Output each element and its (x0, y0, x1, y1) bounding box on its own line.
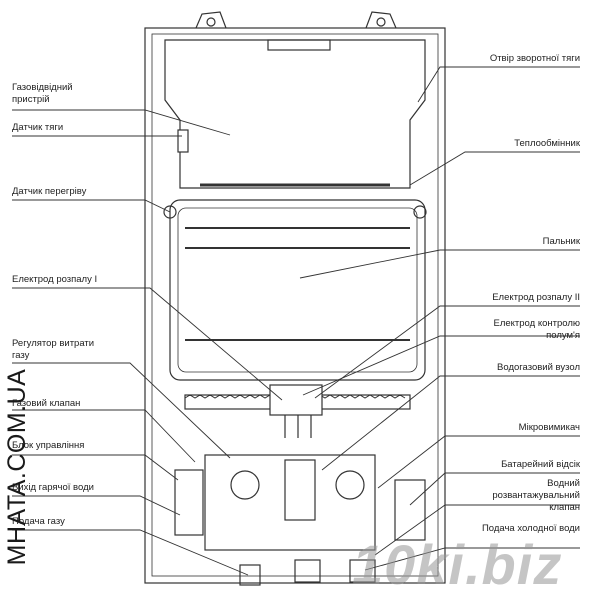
label-microswitch: Мікровимикач (518, 422, 580, 433)
draft-hood (164, 39, 426, 189)
label-gas-flow-regulator: Регулятор витрати газу (12, 338, 95, 361)
heater-casing (144, 27, 446, 584)
label-gas-outlet-device: Газовідвідний пристрій (12, 82, 73, 105)
label-hot-water-outlet: Вихід гарячої води (12, 482, 94, 493)
gas-pipe (239, 564, 261, 586)
site-text: MHATA.COM.UA (3, 368, 31, 566)
label-control-unit: Блок управління (12, 440, 85, 451)
label-battery-compartment: Батарейний відсік (501, 459, 580, 470)
mounting-hook-right (365, 11, 397, 29)
label-water-gas-unit: Водогазовий вузол (497, 362, 580, 373)
label-heat-exchanger: Теплообмінник (514, 138, 580, 149)
label-gas-valve: Газовий клапан (12, 398, 81, 409)
label-water-relief-valve: Водний розвантажувальний клапан (492, 478, 580, 513)
heat-exchanger-body (169, 199, 426, 381)
battery-compartment-part (394, 479, 426, 541)
label-ignition-electrode-1: Електрод розпалу I (12, 274, 98, 285)
watermark: 10ki.biz (352, 533, 563, 596)
label-burner: Пальник (542, 236, 580, 247)
hot-water-pipe (294, 559, 321, 583)
water-gas-unit-part (204, 454, 376, 551)
mounting-hook-left (195, 11, 227, 29)
overheat-sensor-part (163, 205, 177, 219)
label-return-draft-opening: Отвір зворотної тяги (489, 53, 580, 64)
label-overheat-sensor: Датчик перегріву (12, 186, 87, 197)
control-unit-part (174, 469, 204, 536)
draft-sensor-part (177, 129, 189, 153)
label-cold-water-supply: Подача холодної води (481, 523, 580, 534)
electrode-block (269, 384, 323, 416)
label-gas-supply: Подача газу (12, 516, 65, 527)
label-draft-sensor: Датчик тяги (12, 122, 64, 133)
label-ignition-electrode-2: Електрод розпалу II (492, 292, 580, 303)
label-flame-control-electrode: Електрод контролю полум'я (493, 318, 581, 341)
cold-water-pipe (349, 559, 376, 583)
